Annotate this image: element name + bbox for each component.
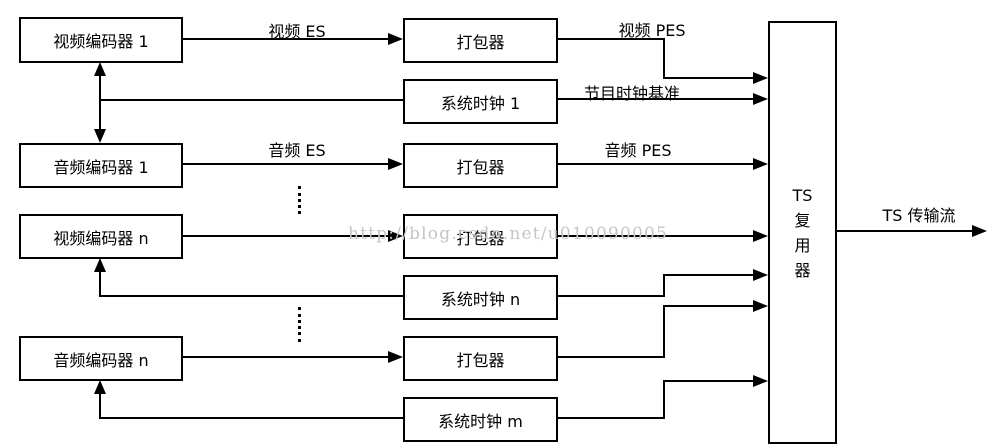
connector-audio-pes-to-mux bbox=[558, 163, 754, 165]
connector-clock1-left bbox=[100, 99, 403, 101]
arrowhead-clockn-into-mux bbox=[753, 269, 768, 281]
system-clock-1-label: 系统时钟 1 bbox=[440, 93, 521, 113]
system-clock-n-box: 系统时钟 n bbox=[403, 275, 558, 320]
arrowhead-packetizer4-into-mux bbox=[753, 300, 768, 312]
arrowhead-clock1-into-video-encoder-1 bbox=[94, 62, 106, 76]
ts-output-label: TS 传输流 bbox=[882, 206, 956, 225]
video-encoder-n-box: 视频编码器 n bbox=[19, 214, 183, 259]
connector-clockm-h1 bbox=[558, 417, 665, 419]
arrowhead-audio-pes-into-mux bbox=[753, 158, 768, 170]
connector-packetizer4-h2 bbox=[663, 305, 755, 307]
packetizer-4-box: 打包器 bbox=[403, 336, 558, 381]
ts-mux-label-line3: 用 bbox=[794, 235, 811, 255]
video-encoder-1-label: 视频编码器 1 bbox=[53, 32, 149, 51]
connector-video-pes-h2 bbox=[663, 77, 755, 79]
connector-packetizer3-to-mux bbox=[558, 235, 754, 237]
packetizer-1-box: 打包器 bbox=[403, 18, 558, 63]
packetizer-2-box: 打包器 bbox=[403, 143, 558, 188]
arrowhead-into-packetizer-2 bbox=[388, 158, 403, 170]
video-es-label: 视频 ES bbox=[268, 22, 326, 41]
arrowhead-pcr-into-mux bbox=[753, 93, 768, 105]
connector-packetizer4-h1 bbox=[558, 356, 665, 358]
ts-mux-box: TS 复 用 器 bbox=[768, 21, 837, 444]
audio-pes-label: 音频 PES bbox=[604, 141, 672, 160]
arrowhead-packetizer3-into-mux bbox=[753, 230, 768, 242]
packetizer-3-label: 打包器 bbox=[456, 228, 505, 248]
system-clock-1-box: 系统时钟 1 bbox=[403, 79, 558, 124]
connector-video1-to-packetizer bbox=[183, 38, 389, 40]
packetizer-2-label: 打包器 bbox=[456, 157, 505, 177]
watermark-text: http://blog.csdn.net/u010090005 bbox=[348, 224, 669, 244]
arrowhead-into-packetizer-1 bbox=[388, 33, 403, 45]
audio-encoder-n-box: 音频编码器 n bbox=[19, 336, 183, 381]
connector-clockn-up bbox=[99, 272, 101, 297]
connector-clockm-h2 bbox=[663, 380, 755, 382]
ts-mux-label-line2: 复 bbox=[794, 210, 811, 230]
connector-video-pes-h1 bbox=[558, 38, 665, 40]
packetizer-3-box: 打包器 bbox=[403, 214, 558, 259]
connector-clockm-step bbox=[663, 380, 665, 419]
ts-mux-label-line4: 器 bbox=[794, 260, 811, 280]
connector-packetizer4-step bbox=[663, 305, 665, 358]
connector-clockm-left bbox=[100, 417, 403, 419]
connector-clockn-step bbox=[663, 274, 665, 297]
system-clock-m-box: 系统时钟 m bbox=[403, 397, 558, 442]
audio-encoder-n-label: 音频编码器 n bbox=[53, 350, 149, 370]
pcr-label: 节目时钟基准 bbox=[583, 84, 680, 103]
arrowhead-into-packetizer-3 bbox=[388, 230, 403, 242]
audio-es-label: 音频 ES bbox=[268, 141, 326, 160]
system-clock-m-label: 系统时钟 m bbox=[438, 411, 523, 431]
packetizer-4-label: 打包器 bbox=[456, 350, 505, 370]
arrowhead-clockm-into-audio-encoder-n bbox=[94, 380, 106, 394]
audio-encoder-1-label: 音频编码器 1 bbox=[53, 157, 149, 177]
connector-videon-to-packetizer bbox=[183, 235, 389, 237]
video-encoder-n-label: 视频编码器 n bbox=[53, 228, 149, 248]
connector-ts-output bbox=[837, 230, 974, 232]
vertical-ellipsis-icon bbox=[298, 186, 301, 214]
connector-clockn-h1 bbox=[558, 295, 665, 297]
arrowhead-into-packetizer-4 bbox=[388, 351, 403, 363]
vertical-ellipsis-icon bbox=[298, 307, 301, 342]
connector-clockn-h2 bbox=[663, 274, 755, 276]
arrowhead-clockm-into-mux bbox=[753, 375, 768, 387]
connector-pcr-to-mux bbox=[558, 98, 754, 100]
connector-audio1-to-packetizer bbox=[183, 163, 389, 165]
packetizer-1-label: 打包器 bbox=[456, 32, 505, 52]
connector-clockn-left bbox=[100, 295, 403, 297]
connector-video-pes-step bbox=[663, 38, 665, 79]
ts-mux-label-line1: TS bbox=[792, 185, 813, 205]
arrowhead-ts-output bbox=[972, 225, 987, 237]
video-encoder-1-box: 视频编码器 1 bbox=[19, 17, 183, 63]
connector-clock1-to-encoders bbox=[99, 75, 101, 131]
arrowhead-clockn-into-video-encoder-n bbox=[94, 258, 106, 272]
audio-encoder-1-box: 音频编码器 1 bbox=[19, 143, 183, 188]
system-clock-n-label: 系统时钟 n bbox=[440, 289, 521, 309]
arrowhead-clock1-into-audio-encoder-1 bbox=[94, 129, 106, 143]
connector-clockm-up bbox=[99, 394, 101, 419]
video-pes-label: 视频 PES bbox=[618, 21, 686, 40]
connector-audion-to-packetizer bbox=[183, 356, 389, 358]
arrowhead-video-pes-into-mux bbox=[753, 72, 768, 84]
